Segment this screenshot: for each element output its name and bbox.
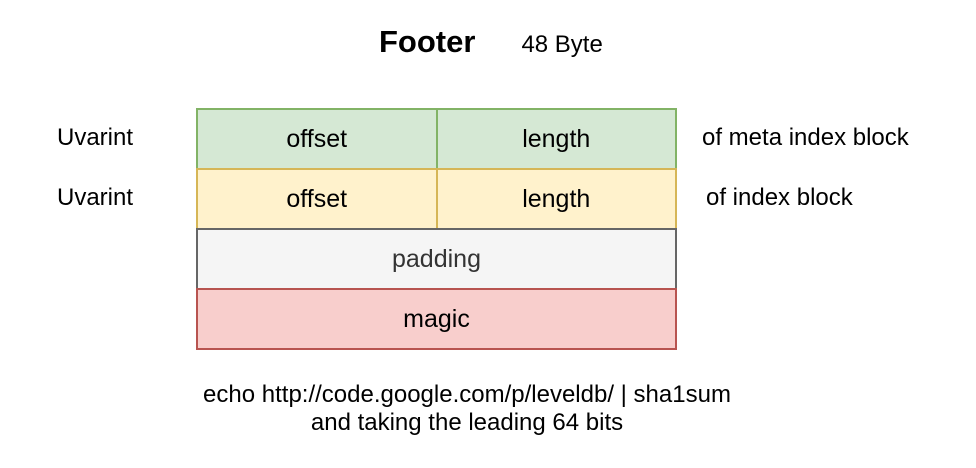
footer-structure-table: offset length offset length padding magi… [196,108,677,350]
caption-line-2: and taking the leading 64 bits [310,409,624,436]
uvarint-label-index: Uvarint [57,184,134,211]
uvarint-label-meta: Uvarint [57,124,134,151]
table-row-magic: magic [196,288,677,350]
page-title: Footer [379,24,476,59]
cell-padding: padding [392,244,481,273]
cell-index-offset: offset [198,170,438,228]
magic-caption: echo http://code.google.com/p/leveldb/ |… [177,381,757,437]
caption-line-1: echo http://code.google.com/p/leveldb/ |… [203,381,731,408]
title-row: Footer 48 Byte [379,24,603,60]
cell-meta-length: length [522,124,591,153]
table-row-index: offset length [196,168,677,230]
index-block-label: of index block [706,184,853,211]
cell-index-length: length [522,184,591,213]
cell-meta-offset: offset [198,110,438,168]
table-row-padding: padding [196,228,677,290]
meta-index-block-label: of meta index block [702,124,909,151]
table-row-meta-index: offset length [196,108,677,170]
byte-size-label: 48 Byte [521,31,603,58]
cell-magic: magic [403,304,470,333]
